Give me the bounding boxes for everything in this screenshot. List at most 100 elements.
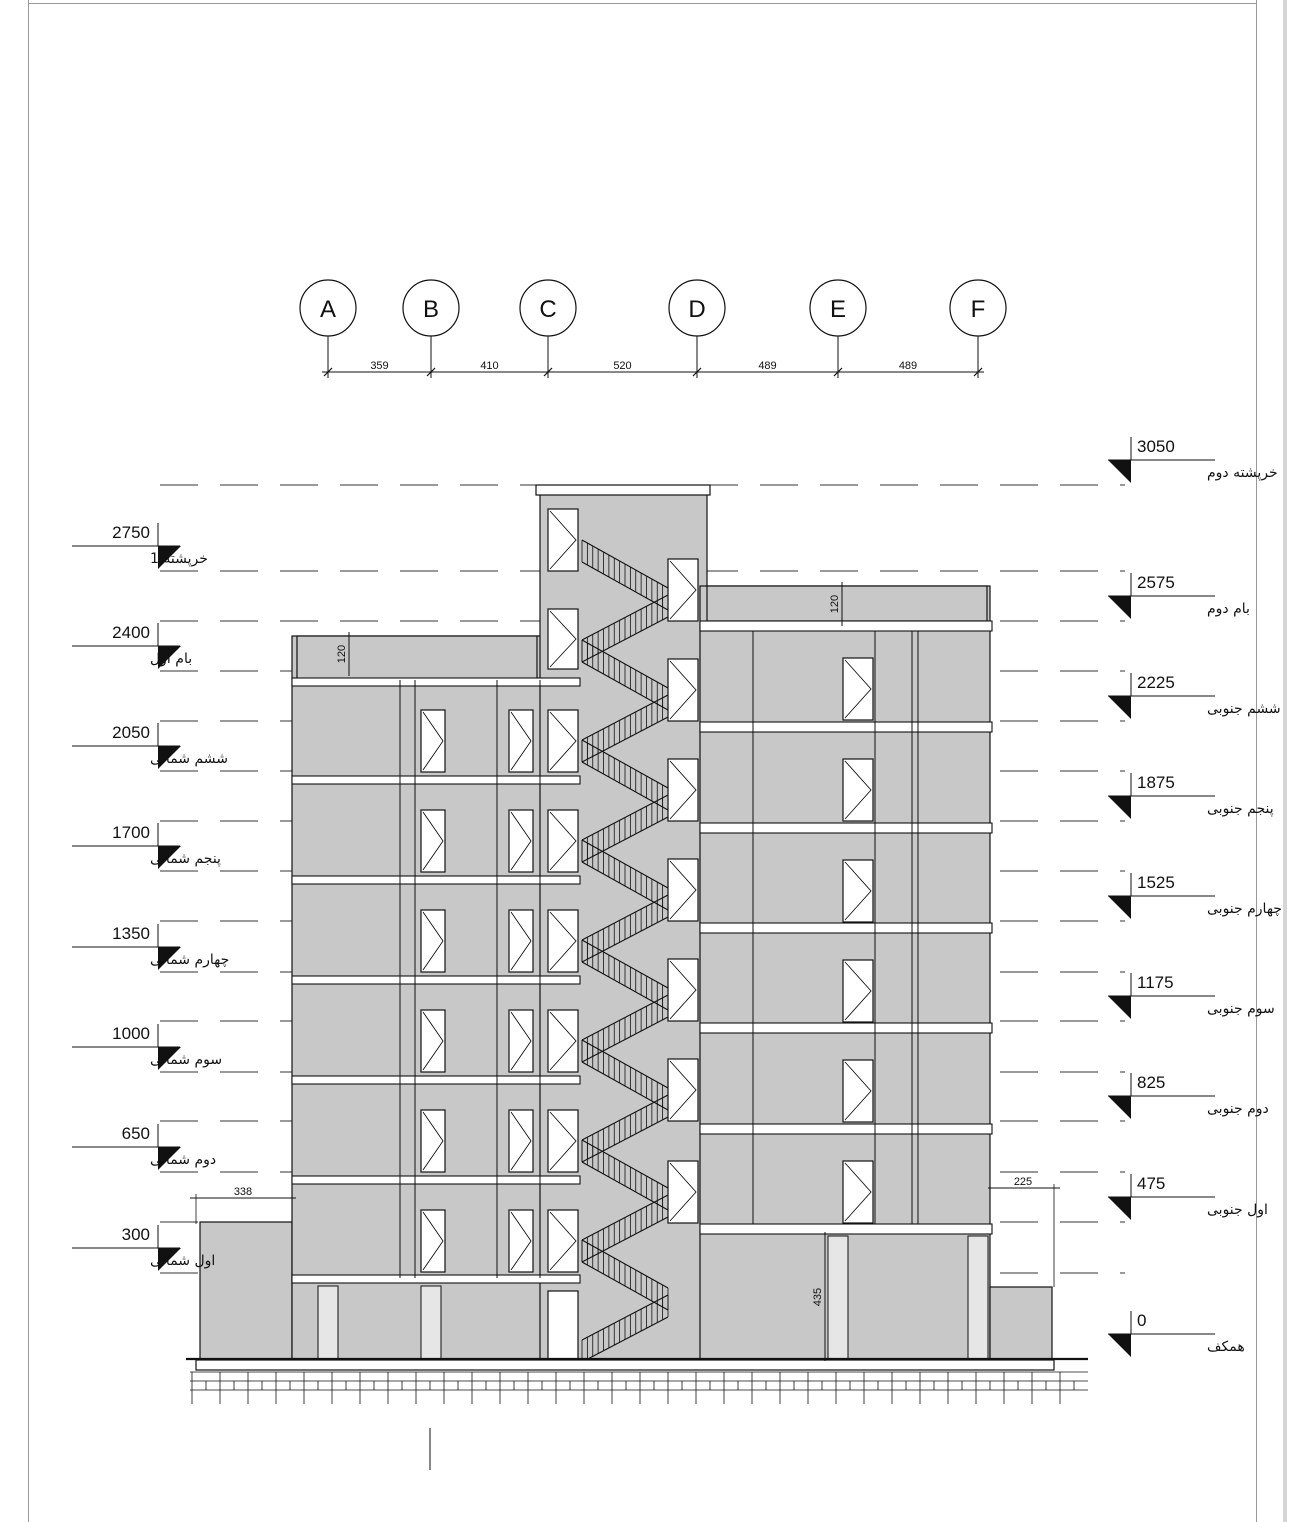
level-right-value: 2225 — [1137, 673, 1175, 692]
level-right-value: 0 — [1137, 1311, 1146, 1330]
north-slab-1 — [291, 677, 581, 687]
stair-landing-door-7-swing — [669, 1162, 697, 1222]
dim-parapet-left: 120 — [336, 645, 348, 663]
north-door-c-4 — [547, 1009, 579, 1073]
grid-label-A: A — [320, 296, 336, 323]
north-door-a-3-swing — [422, 911, 444, 971]
north-door-a-5-swing — [422, 1111, 444, 1171]
ground-slab — [195, 1359, 1055, 1371]
level-right-name: چهارم جنوبی — [1207, 901, 1282, 917]
level-right-marker — [1108, 796, 1131, 819]
north-door-c-2 — [547, 809, 579, 873]
grid-spacing-2: 410 — [480, 360, 498, 372]
north-door-a-1 — [420, 709, 446, 773]
stair-landing-door-1 — [667, 558, 699, 622]
level-right-value: 475 — [1137, 1174, 1165, 1193]
level-right-name: سوم جنوبی — [1207, 1001, 1275, 1017]
level-left-marker — [158, 746, 181, 769]
south-door-5-swing — [844, 1061, 872, 1121]
south-door-4 — [842, 959, 874, 1023]
grid-spacing-1: 359 — [370, 360, 388, 372]
stair-flight-down-2 — [581, 639, 669, 711]
stair-landing-door-3 — [667, 758, 699, 822]
north-door-c-3-swing — [549, 911, 577, 971]
north-door-c-6-swing — [549, 1211, 577, 1271]
level-left-name: پنجم شمالی — [150, 851, 221, 867]
stair-landing-door-2-swing — [669, 660, 697, 720]
stair-flight-up-3 — [581, 794, 669, 863]
stair-flight-down-4 — [581, 839, 669, 911]
right-annex-wall — [989, 1286, 1053, 1360]
level-right-name: خرپشته دوم — [1207, 465, 1278, 481]
level-right-name: همکف — [1207, 1339, 1245, 1355]
north-door-a-4-swing — [422, 1011, 444, 1071]
north-door-b-5-swing — [510, 1111, 532, 1171]
level-left-marker — [158, 1147, 181, 1170]
stair-landing-door-7 — [667, 1160, 699, 1224]
building-section — [186, 484, 1088, 1371]
south-door-6 — [842, 1160, 874, 1224]
level-left-name: ششم شمالی — [150, 751, 228, 767]
grid-spacing-4: 489 — [758, 360, 776, 372]
stair-flight-up-7 — [581, 1194, 669, 1263]
south-door-2-swing — [844, 760, 872, 820]
south-slab-1 — [699, 620, 993, 632]
level-left-value: 650 — [122, 1124, 150, 1143]
level-right-marker — [1108, 896, 1131, 919]
north-door-c-3 — [547, 909, 579, 973]
level-right-value: 1525 — [1137, 873, 1175, 892]
grid-label-D: D — [688, 296, 705, 323]
stair-landing-door-6-swing — [669, 1060, 697, 1120]
stair-flight-down-3 — [581, 739, 669, 811]
north-door-c-2-swing — [549, 811, 577, 871]
level-right-marker — [1108, 1197, 1131, 1220]
level-right-marker — [1108, 1096, 1131, 1119]
level-right-9: 0 همکف — [1108, 1311, 1245, 1357]
grid-label-F: F — [971, 296, 986, 323]
south-door-6-swing — [844, 1162, 872, 1222]
stair-landing-door-5-swing — [669, 960, 697, 1020]
stair-landing-door-3-swing — [669, 760, 697, 820]
north-door-a-6 — [420, 1209, 446, 1273]
south-slab-6 — [699, 1123, 993, 1135]
level-right-marker — [1108, 1334, 1131, 1357]
north-slab-7 — [291, 1274, 581, 1284]
stair-landing-door-4 — [667, 858, 699, 922]
level-right-value: 2575 — [1137, 573, 1175, 592]
level-left-name: دوم شمالی — [150, 1152, 216, 1168]
south-slab-4 — [699, 922, 993, 934]
stair-door-roof — [547, 608, 579, 670]
level-left-value: 2050 — [112, 723, 150, 742]
north-slab-4 — [291, 975, 581, 985]
dim-left-overhang: 338 — [234, 1186, 252, 1198]
north-door-c-4-swing — [549, 1011, 577, 1071]
north-door-b-2 — [508, 809, 534, 873]
north-door-b-3-swing — [510, 911, 532, 971]
south-slab-7 — [699, 1223, 993, 1235]
north-door-c-5 — [547, 1109, 579, 1173]
north-door-a-1-swing — [422, 711, 444, 771]
sheet-border-right — [1256, 0, 1257, 1522]
level-left-value: 2750 — [112, 523, 150, 542]
north-door-b-4 — [508, 1009, 534, 1073]
north-door-a-5 — [420, 1109, 446, 1173]
north-slab-5 — [291, 1075, 581, 1085]
level-right-name: بام دوم — [1207, 601, 1250, 617]
stair-door-top — [547, 508, 579, 572]
north-door-c-1 — [547, 709, 579, 773]
sheet-border-top — [28, 3, 1257, 4]
north-door-b-3 — [508, 909, 534, 973]
level-right-2: 2575 بام دوم — [1108, 573, 1250, 619]
north-door-b-5 — [508, 1109, 534, 1173]
ground-entry-door — [547, 1290, 579, 1360]
